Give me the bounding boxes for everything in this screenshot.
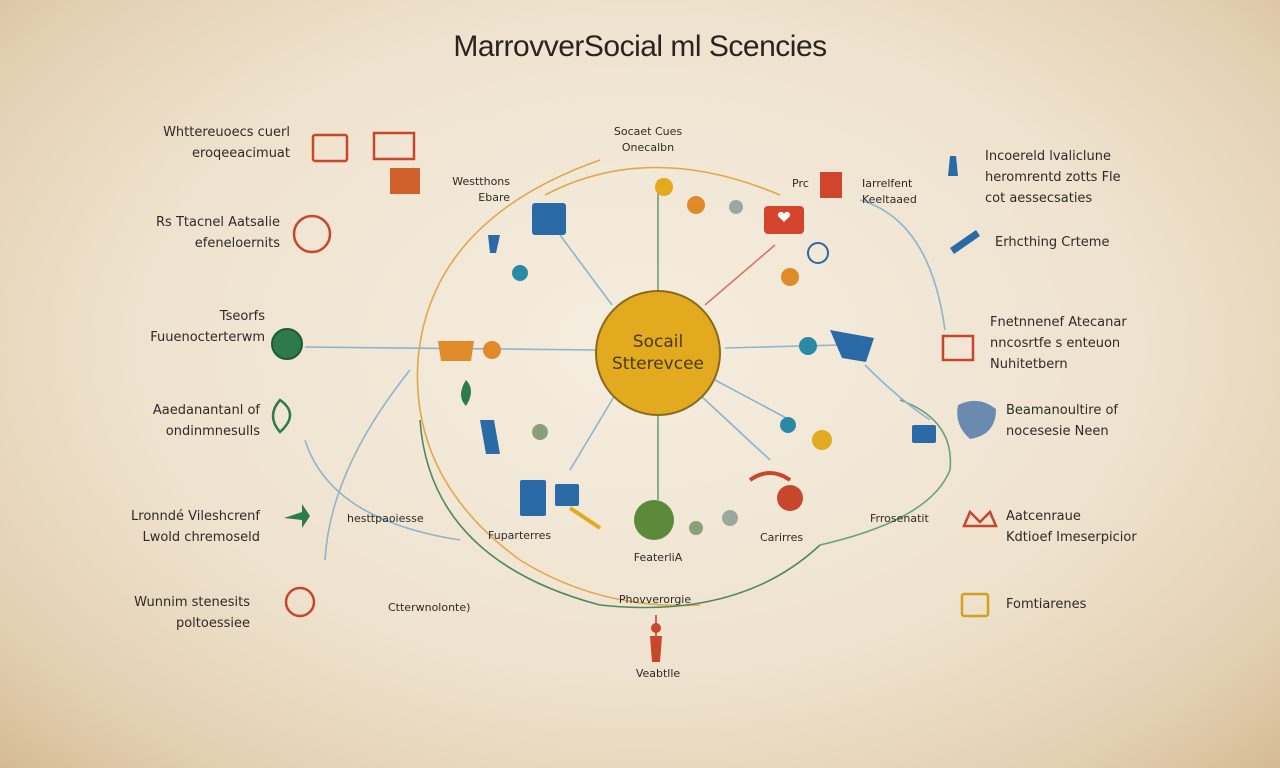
arrow-right-icon (284, 504, 310, 528)
factory-icon (941, 334, 975, 362)
label-inner-top-right-a: Prc (792, 177, 809, 190)
ring-icons (438, 178, 874, 540)
building-icon (372, 131, 416, 161)
hub-label-1: Socail (633, 332, 683, 352)
flask-icon (948, 156, 958, 176)
label-bottom-d: Phovverorgie (618, 593, 692, 606)
connector-lines (304, 159, 952, 640)
spoke-upleft (559, 234, 613, 306)
dot-icon (512, 265, 528, 281)
dot-icon (799, 337, 817, 355)
tools-icon (950, 230, 980, 254)
diagram-title: MarrovverSocial ml Scencies (453, 30, 827, 63)
map-icon (957, 400, 996, 439)
label-bottom-c: Carirres (760, 531, 804, 544)
label-bottom-a: Fuparterres (488, 529, 552, 542)
lock-icon (912, 425, 936, 443)
spoke-downleft (569, 394, 616, 471)
right-arc-blue (859, 199, 946, 331)
dot-icon (781, 268, 799, 286)
chest-icon (960, 592, 990, 618)
outer-loop-green (419, 419, 821, 609)
bag-icon (438, 341, 474, 361)
magnifier-icon (807, 242, 829, 264)
heart-icon (777, 211, 791, 222)
dot-icon (687, 196, 705, 214)
person-icon (650, 623, 662, 662)
left-curve-blue (304, 439, 461, 541)
spoke-downright (699, 394, 771, 461)
label-right-2: Erhcthing Crteme (995, 235, 1110, 250)
dot-icon (777, 485, 803, 511)
dot-icon (532, 424, 548, 440)
dot-icon (689, 521, 703, 535)
dot-icon (722, 510, 738, 526)
scales-icon (284, 586, 316, 618)
bottle-icon (480, 420, 500, 454)
dot-icon (655, 178, 673, 196)
document-icon (532, 203, 566, 235)
building-icon (520, 480, 546, 516)
network-knot-icon (292, 214, 332, 254)
crown-icon (962, 509, 998, 528)
spoke-lowright (714, 379, 791, 421)
dot-icon (729, 200, 743, 214)
label-right-6: Fomtiarenes (1006, 597, 1087, 612)
label-bottom-f: Veabtlle (635, 667, 681, 680)
scissors-icon (568, 506, 602, 530)
globe-icon (271, 328, 303, 360)
label-bottom-b: FeaterliA (633, 551, 683, 564)
leaf-icon (461, 380, 471, 406)
dot-icon (812, 430, 832, 450)
dot-icon (483, 341, 501, 359)
top-arc-orange (544, 166, 781, 196)
globe-icon (634, 500, 674, 540)
left-curve-green (324, 369, 411, 561)
hub: Socail Stterevcee (595, 290, 721, 416)
dot-icon (780, 417, 796, 433)
hand-icon (748, 471, 792, 482)
label-inner-right-low: Frrosenatit (870, 512, 929, 525)
left-icons (271, 131, 420, 618)
ship-icon (830, 330, 874, 362)
hub-label-2: Stterevcee (612, 354, 704, 374)
shop-icon (390, 168, 420, 194)
right-loop-green (819, 399, 952, 546)
box-icon (555, 484, 579, 506)
figure-icon (488, 235, 500, 253)
jar-icon (820, 172, 842, 198)
label-inner-left-low: hesttpaoiesse (347, 512, 424, 525)
briefcase-icon (311, 133, 349, 163)
leaf-icon (271, 398, 292, 434)
spoke-right (724, 344, 841, 349)
spoke-upright (704, 244, 776, 306)
hub-circle-icon (595, 290, 721, 416)
right-icons (820, 156, 998, 618)
outer-loop-orange (416, 159, 701, 607)
label-bottom-e: Ctterwnolonte) (388, 601, 471, 614)
right-curve-blue (864, 364, 931, 421)
